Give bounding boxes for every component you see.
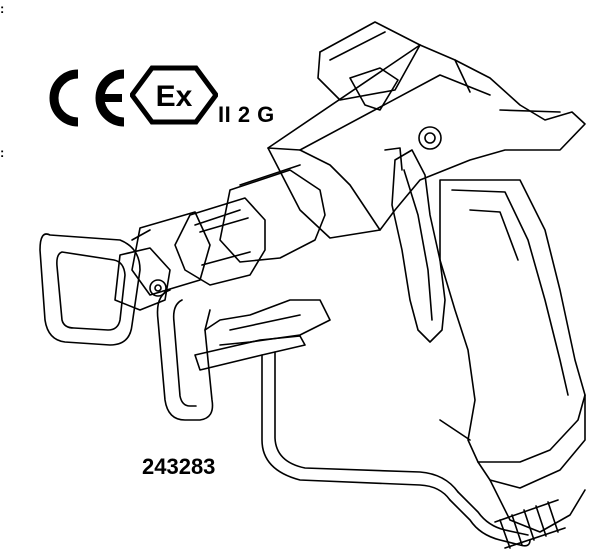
gun-handle [439,179,586,533]
tip-guard [39,229,151,346]
ce-mark-icon [49,69,125,127]
equipment-category: II 2 G [218,102,275,127]
edge-colon-top: : [0,1,5,16]
trigger-guard-loop [156,289,331,421]
edge-colon-middle: : [0,145,5,160]
ex-label: Ex [156,80,193,113]
hose [261,351,566,549]
gun-nozzle-assembly [114,164,326,311]
gun-body [267,21,586,239]
gun-trigger [384,147,446,343]
atex-ex-mark-icon: Ex [130,65,218,125]
part-number: 243283 [142,454,216,479]
